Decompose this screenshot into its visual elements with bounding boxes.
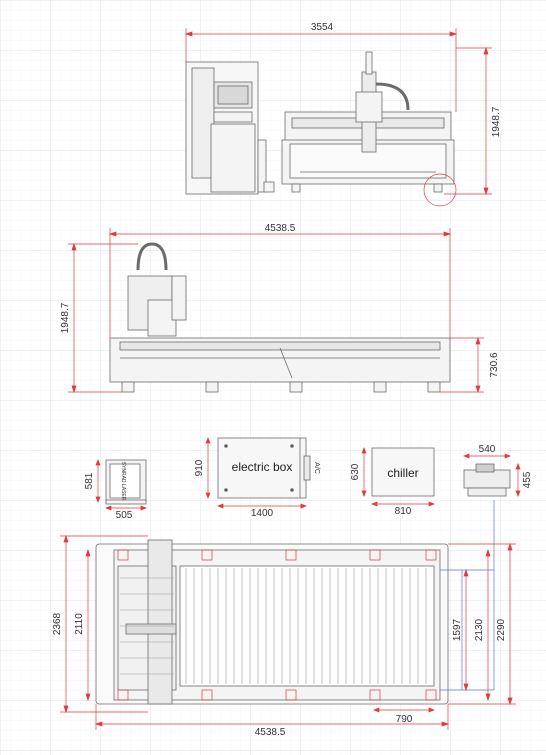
plan-right-dim-2: 2130 (474, 618, 485, 641)
side-view (109, 242, 451, 393)
chiller-label: chiller (387, 466, 418, 480)
plan-view-dimensions (60, 534, 516, 730)
controller-dimensions (95, 459, 147, 511)
plan-right-dim-3: 2290 (496, 618, 507, 641)
plan-view-slats (120, 568, 427, 684)
side-height-label: 1948.7 (60, 302, 71, 333)
plan-width-label: 4538.5 (255, 727, 286, 738)
top-width-label: 3554 (311, 22, 334, 33)
plan-outer-height-label: 2368 (52, 612, 63, 635)
plan-right-dim-1: 1597 (452, 618, 463, 641)
controller-width-label: 505 (116, 510, 133, 521)
plan-view (95, 539, 449, 705)
electric-box-height-label: 910 (194, 459, 205, 476)
controller-nameplate: SYNRAD LASER (120, 462, 126, 501)
electric-box-dimensions (205, 437, 307, 509)
side-view-dimensions (68, 228, 484, 394)
side-bed-height-label: 730.6 (489, 352, 500, 377)
plan-blue-guides (440, 500, 495, 691)
chiller-drawing (371, 447, 435, 497)
electric-box-side-text: A/C (313, 462, 320, 474)
side-width-label: 4538.5 (265, 223, 296, 234)
plan-view-markers (117, 549, 437, 701)
top-height-label: 1948.7 (491, 106, 502, 137)
controller-drawing (105, 459, 147, 505)
extractor-width-label: 540 (479, 444, 496, 455)
plan-bottom-right-label: 790 (396, 714, 413, 725)
extractor-drawing (463, 463, 511, 497)
top-view-dimensions (184, 28, 492, 207)
electric-box-label: electric box (232, 460, 293, 474)
chiller-height-label: 630 (350, 463, 361, 480)
extractor-height-label: 455 (522, 471, 533, 488)
chiller-width-label: 810 (395, 506, 412, 517)
plan-inner-height-label: 2110 (74, 613, 85, 635)
controller-height-label: 581 (84, 472, 95, 489)
electric-box-width-label: 1400 (251, 508, 274, 519)
chiller-dimensions (361, 447, 435, 507)
top-view (185, 51, 455, 195)
extractor-dimensions (463, 453, 521, 497)
electric-box-drawing (217, 437, 311, 499)
